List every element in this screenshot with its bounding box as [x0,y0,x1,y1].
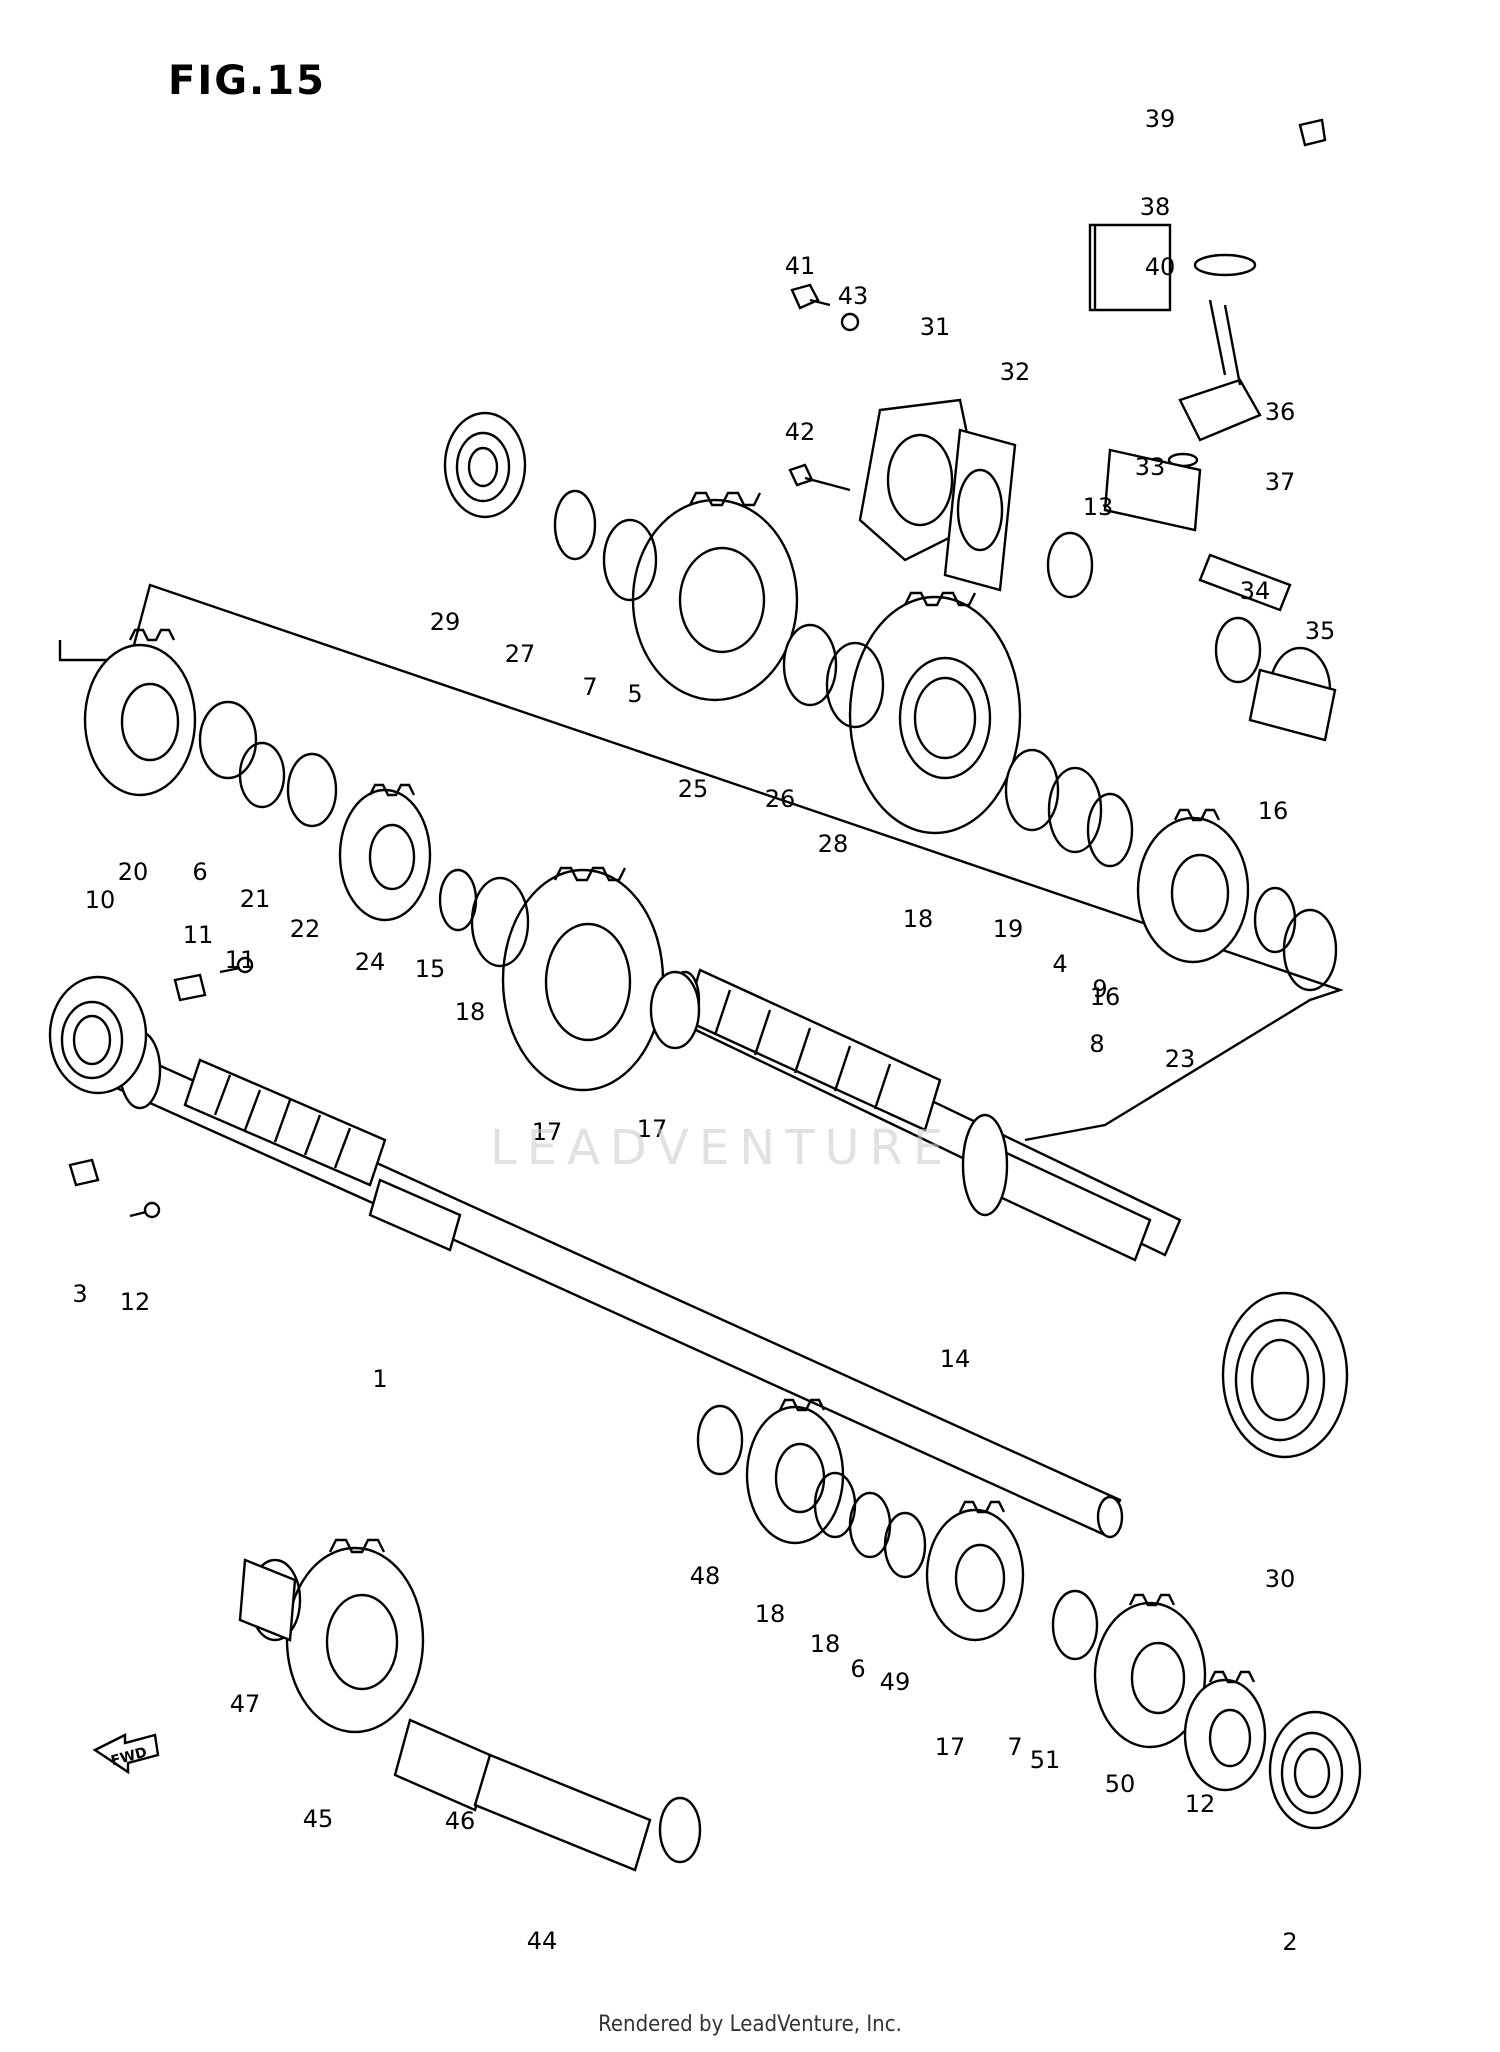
callout-label: 37 [1265,468,1296,496]
gear-27 [631,491,799,702]
callout-label: 16 [1258,797,1289,825]
callout-label: 40 [1145,253,1176,281]
callout-label: 33 [1135,453,1166,481]
callout-label: 6 [192,858,207,886]
callout-label: 14 [940,1345,971,1373]
callout-label: 29 [430,608,461,636]
gear-4 [745,1398,845,1545]
callout-label: 44 [527,1927,558,1955]
callout-label: 43 [838,282,869,310]
callout-label: 11 [225,946,256,974]
callout-label: 26 [765,785,796,813]
bearing-31 [443,411,527,519]
gear-8 [1093,1593,1207,1749]
footer-credit: Rendered by LeadVenture, Inc. [598,2012,902,2037]
callout-label: 18 [755,1600,786,1628]
countershaft [669,968,1182,1262]
gear-22 [83,628,197,797]
callout-label: 17 [637,1115,668,1143]
bolts [68,283,860,1219]
callout-label: 28 [818,830,849,858]
gear-19 [501,866,665,1092]
callout-label: 18 [455,998,486,1026]
callout-label: 35 [1305,617,1336,645]
gear-39 [1178,299,1262,442]
callout-label: 45 [303,1805,334,1833]
bearing-10 [48,975,148,1095]
callout-label: 2 [1282,1928,1297,1956]
callout-label: 15 [415,955,446,983]
callout-label: 47 [230,1690,261,1718]
watermark: LEADVENTURE [490,1120,954,1176]
callout-label: 12 [1185,1790,1216,1818]
callout-label: 9 [1092,975,1107,1003]
callout-label: 36 [1265,398,1296,426]
callout-label: 19 [993,915,1024,943]
callout-label: 21 [240,885,271,913]
gear-15 [848,591,1022,835]
callout-label: 25 [678,775,709,803]
rings [198,253,1338,1864]
callout-label: 1 [372,1365,387,1393]
callout-label: 18 [903,905,934,933]
callout-label: 42 [785,418,816,446]
callout-label: 48 [690,1562,721,1590]
fwd-arrow-icon [92,1733,160,1775]
callout-label: 22 [290,915,321,943]
callout-label: 32 [1000,358,1031,386]
gear-48 [285,1538,425,1734]
callout-label: 11 [183,921,214,949]
callout-label: 17 [935,1733,966,1761]
bearing-13 [1268,1710,1362,1830]
figure-title: FIG.15 [168,58,326,104]
speedo-housing [858,118,1337,742]
callout-label: 7 [582,673,597,701]
callout-label: 24 [355,948,386,976]
callout-label: 23 [1165,1045,1196,1073]
callout-label: 34 [1240,577,1271,605]
callout-label: 13 [1083,493,1114,521]
callout-label: 30 [1265,1565,1296,1593]
callout-label: 4 [1052,950,1067,978]
bearing-32 [1221,1291,1349,1459]
callout-label: 51 [1030,1746,1061,1774]
callout-label: 16 [1090,983,1121,1011]
callout-label: 18 [810,1630,841,1658]
callout-label: 17 [532,1118,563,1146]
callout-label: 8 [1089,1030,1104,1058]
callout-label: 49 [880,1668,911,1696]
callout-label: 50 [1105,1770,1136,1798]
callout-label: 41 [785,252,816,280]
callout-label: 27 [505,640,536,668]
callout-label: 46 [445,1807,476,1835]
group-outline [58,583,1344,1142]
gear-26 [338,783,432,922]
callout-label: 39 [1145,105,1176,133]
gear-25 [1136,808,1250,964]
collars-47-49-50 [238,1558,652,1872]
callout-label: 7 [1007,1733,1022,1761]
callout-label: 38 [1140,193,1171,221]
gear-2 [1183,1670,1267,1792]
callout-label: 3 [72,1280,87,1308]
callout-label: 5 [627,680,642,708]
callout-label: 20 [118,858,149,886]
callout-label: 31 [920,313,951,341]
callout-label: 12 [120,1288,151,1316]
gear-3 [925,1500,1025,1642]
callout-label: 10 [85,886,116,914]
callout-label: 6 [850,1655,865,1683]
main-shaft [108,1030,1124,1539]
